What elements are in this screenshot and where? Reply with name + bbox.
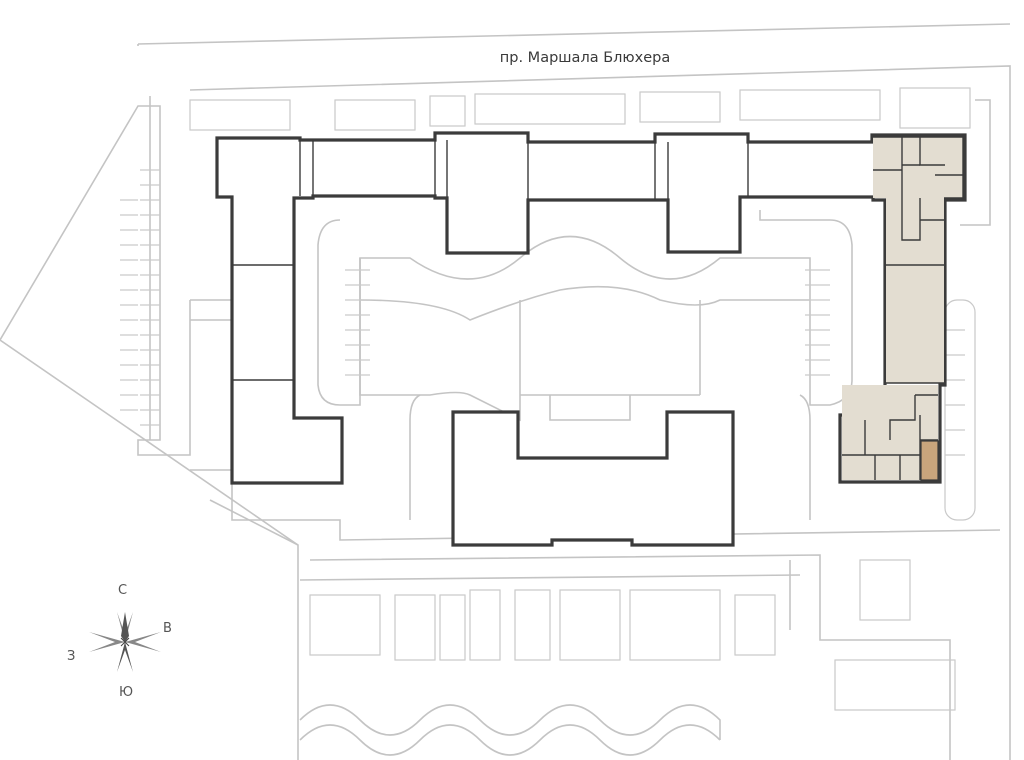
courtyard [317,210,853,520]
street-label: пр. Маршала Блюхера [500,50,670,66]
compass: С В Ю З [67,583,172,700]
compass-label-east: В [163,621,172,636]
street: пр. Маршала Блюхера [137,23,1011,66]
section-floor-block-middle [886,198,944,383]
compass-label-south: Ю [119,685,133,700]
residential-building-south [451,410,735,547]
section-floor-block-upper [873,137,963,198]
highlighted-section [842,136,964,481]
selected-apartment[interactable] [920,440,939,481]
compass-label-west: З [67,649,75,664]
compass-label-north: С [118,583,127,598]
site-roads [0,65,1011,760]
bottom-structures [299,559,956,756]
